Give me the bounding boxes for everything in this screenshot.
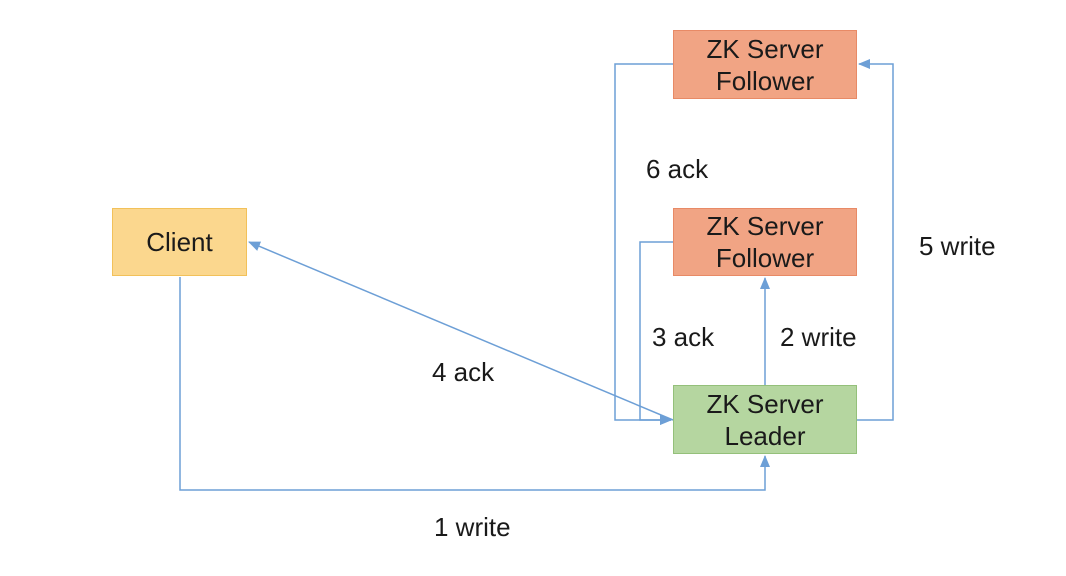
edge-label-6-ack: 6 ack: [646, 154, 709, 184]
client-label: Client: [146, 227, 213, 257]
follower-top-label-line2: Follower: [715, 65, 815, 96]
edge-6-ack: [614, 63, 673, 425]
follower-middle-label-line2: Follower: [715, 243, 815, 273]
edge-4-ack: [248, 241, 674, 421]
follower-middle-node: ZK Server Follower: [673, 208, 857, 276]
edge-1-write: [179, 277, 770, 491]
edge-5-write: [857, 59, 894, 421]
leader-label-line1: ZK Server: [706, 388, 824, 419]
leader-node: ZK Server Leader: [673, 385, 857, 454]
client-node: Client: [112, 208, 247, 276]
follower-top-node: ZK Server Follower: [673, 30, 857, 99]
edge-label-1-write: 1 write: [434, 512, 511, 542]
edge-label-5-write: 5 write: [919, 231, 996, 261]
leader-label-line2: Leader: [724, 420, 806, 451]
edge-label-2-write: 2 write: [780, 322, 857, 352]
follower-top-label-line1: ZK Server: [706, 33, 824, 64]
edge-label-4-ack: 4 ack: [432, 357, 495, 387]
follower-middle-label-line1: ZK Server: [706, 211, 824, 241]
edge-label-3-ack: 3 ack: [652, 322, 715, 352]
